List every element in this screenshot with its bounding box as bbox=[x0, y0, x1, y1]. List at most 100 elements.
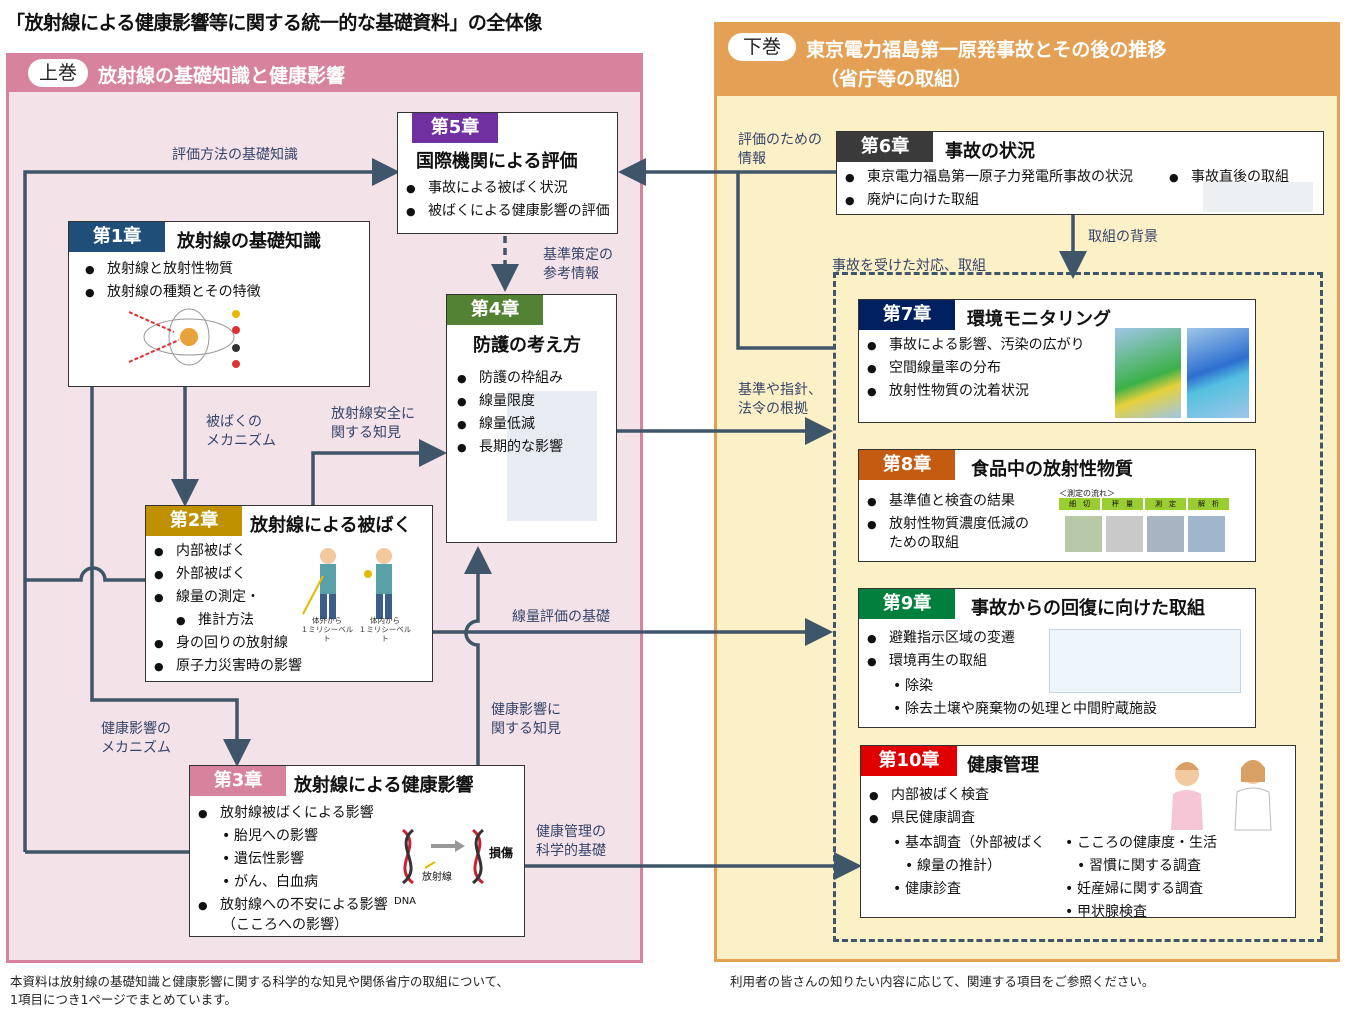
caption-external: 体外から １ミリシーベルト bbox=[300, 616, 354, 643]
label-legal-1: 基準や指針、 bbox=[738, 382, 822, 398]
vol2-title-line1: 東京電力福島第一原発事故とその後の推移 bbox=[806, 39, 1167, 61]
chapter-10-box[interactable]: 第10章 健康管理 内部被ばく検査 県民健康調査 基本調査（外部被ばく 線量の推… bbox=[860, 745, 1296, 920]
plant-image bbox=[1203, 182, 1313, 212]
chapter-3-item: 放射線被ばくによる影響 bbox=[198, 802, 374, 825]
damage-label: 損傷 bbox=[489, 846, 514, 860]
label-exposure-mech-2: メカニズム bbox=[206, 433, 276, 449]
chapter-4-items: 防護の枠組み 線量限度 線量低減 長期的な影響 bbox=[457, 367, 563, 459]
chapter-2-number: 第2章 bbox=[146, 506, 242, 536]
chapter-4-item: 線量限度 bbox=[457, 390, 563, 413]
chapter-4-item: 長期的な影響 bbox=[457, 436, 563, 459]
label-exposure-mech-1: 被ばくの bbox=[206, 414, 262, 430]
chapter-9-sub: 除染 bbox=[893, 675, 1157, 698]
chapter-6-item: 事故直後の取組 bbox=[1169, 166, 1289, 189]
chapter-5-title: 国際機関による評価 bbox=[416, 151, 578, 172]
chapter-10-sub: 甲状腺検査 bbox=[1065, 901, 1217, 924]
chapter-3-title: 放射線による健康影響 bbox=[294, 775, 474, 796]
chapter-3-box[interactable]: 第3章 放射線による健康影響 放射線被ばくによる影響 胎児への影響 遺伝性影響 … bbox=[189, 765, 525, 937]
chapter-7-item: 事故による影響、汚染の広がり bbox=[867, 334, 1085, 357]
label-standard-ref-2: 参考情報 bbox=[543, 266, 599, 282]
chapter-3-item2-wrap: 放射線への不安による影響 bbox=[198, 894, 388, 917]
chapter-9-subs: 除染 除去土壌や廃棄物の処理と中間貯蔵施設 bbox=[893, 675, 1157, 721]
chapter-6-box[interactable]: 第6章 事故の状況 東京電力福島第一原子力発電所事故の状況 廃炉に向けた取組 事… bbox=[836, 131, 1324, 215]
chapter-6-item2-wrap: 事故直後の取組 bbox=[1169, 166, 1289, 189]
chapter-8-item2-cont: ための取組 bbox=[889, 535, 959, 551]
chapter-4-number: 第4章 bbox=[447, 295, 543, 325]
label-health-mech-2: メカニズム bbox=[101, 740, 171, 756]
chapter-10-sub-cont: 線量の推計） bbox=[893, 855, 1045, 878]
chapter-4-item: 線量低減 bbox=[457, 413, 563, 436]
chapter-1-items: 放射線と放射性物質 放射線の種類とその特徴 bbox=[85, 258, 261, 304]
label-dose-eval: 線量評価の基礎 bbox=[512, 609, 610, 625]
chapter-7-items: 事故による影響、汚染の広がり 空間線量率の分布 放射性物質の沈着状況 bbox=[867, 334, 1085, 403]
arrow-eval-basics bbox=[23, 158, 400, 852]
chapter-5-box[interactable]: 第5章 国際機関による評価 事故による被ばく状況 被ばくによる健康影響の評価 bbox=[397, 112, 618, 234]
flow-step: 測 定 bbox=[1145, 498, 1186, 510]
chapter-10-sub-cont: 習慣に関する調査 bbox=[1065, 855, 1217, 878]
arrow-safety bbox=[311, 439, 447, 505]
vol2-header bbox=[716, 24, 1338, 96]
chapter-3-item2-sub: （こころへの影響） bbox=[222, 917, 348, 933]
label-standard-ref-1: 基準策定の bbox=[543, 247, 613, 263]
vol2-pill: 下巻 bbox=[728, 33, 796, 61]
chapter-9-items: 避難指示区域の変遷 環境再生の取組 bbox=[867, 627, 1015, 673]
chapter-10-sub: こころの健康度・生活 bbox=[1065, 832, 1217, 855]
dose-rate-map bbox=[1115, 328, 1181, 418]
footer-left-1: 本資料は放射線の基礎知識と健康影響に関する科学的な知見や関係省庁の取組について、 bbox=[10, 974, 510, 989]
vol1-header bbox=[8, 55, 641, 92]
caption-internal: 体内から １ミリシーベルト bbox=[358, 616, 412, 643]
chapter-6-title: 事故の状況 bbox=[945, 141, 1035, 162]
vol2-title-line2: （省庁等の取組） bbox=[820, 68, 973, 90]
label-health-mgmt-2: 科学的基礎 bbox=[536, 843, 606, 859]
label-health-mgmt-1: 健康管理の bbox=[536, 824, 606, 840]
radiation-label: 放射線 bbox=[422, 872, 452, 883]
label-background: 取組の背景 bbox=[1088, 229, 1158, 245]
chapter-5-items: 事故による被ばく状況 被ばくによる健康影響の評価 bbox=[406, 177, 610, 223]
exposure-illustration bbox=[302, 548, 392, 619]
vol1-title: 放射線の基礎知識と健康影響 bbox=[98, 65, 346, 87]
arrow-health-mech bbox=[90, 387, 251, 767]
chapter-9-number: 第9章 bbox=[859, 589, 955, 619]
chapter-6-item: 東京電力福島第一原子力発電所事故の状況 bbox=[845, 166, 1133, 189]
chapter-9-item: 環境再生の取組 bbox=[867, 650, 1015, 673]
chapter-1-title: 放射線の基礎知識 bbox=[177, 231, 321, 252]
label-safety-1: 放射線安全に bbox=[331, 406, 415, 422]
chapter-10-subs-left: 基本調査（外部被ばく 線量の推計） 健康診査 bbox=[893, 832, 1045, 901]
chapter-8-box[interactable]: 第8章 食品中の放射性物質 基準値と検査の結果 放射性物質濃度低減の ための取組… bbox=[858, 449, 1256, 562]
chapter-9-sub: 除去土壌や廃棄物の処理と中間貯蔵施設 bbox=[893, 698, 1157, 721]
label-eval-basics: 評価方法の基礎知識 bbox=[172, 147, 298, 163]
chapter-8-items: 基準値と検査の結果 放射性物質濃度低減の bbox=[867, 490, 1029, 536]
chapter-8-number: 第8章 bbox=[859, 450, 955, 480]
chapter-2-item: 内部被ばく bbox=[154, 540, 302, 563]
chapter-2-item: 身の回りの放射線 bbox=[154, 632, 302, 655]
chapter-10-item: 県民健康調査 bbox=[869, 807, 989, 830]
chapter-7-title: 環境モニタリング bbox=[967, 309, 1111, 330]
label-health-know-2: 関する知見 bbox=[491, 721, 561, 737]
chapter-1-box[interactable]: 第1章 放射線の基礎知識 放射線と放射性物質 放射線の種類とその特徴 bbox=[68, 221, 370, 387]
chapter-9-title: 事故からの回復に向けた取組 bbox=[971, 598, 1205, 619]
chapter-10-sub: 健康診査 bbox=[893, 878, 1045, 901]
chapter-10-number: 第10章 bbox=[861, 746, 957, 776]
measurement-flow-label: ＜測定の流れ＞ bbox=[1059, 489, 1115, 498]
chapter-10-sub: 妊産婦に関する調査 bbox=[1065, 878, 1217, 901]
chapter-10-item: 内部被ばく検査 bbox=[869, 784, 989, 807]
chapter-6-item: 廃炉に向けた取組 bbox=[845, 189, 1133, 212]
flow-step: 細 切 bbox=[1059, 498, 1100, 510]
chapter-3-subs: 胎児への影響 遺伝性影響 がん、白血病 bbox=[222, 825, 318, 894]
chapter-9-item: 避難指示区域の変遷 bbox=[867, 627, 1015, 650]
label-response: 事故を受けた対応、取組 bbox=[832, 258, 986, 274]
chapter-4-box[interactable]: 第4章 防護の考え方 防護の枠組み 線量限度 線量低減 長期的な影響 bbox=[446, 294, 617, 543]
chapter-6-number: 第6章 bbox=[837, 132, 933, 162]
label-legal-2: 法令の根拠 bbox=[738, 401, 808, 417]
chapter-2-item: 原子力災害時の影響 bbox=[154, 655, 302, 678]
label-safety-2: 関する知見 bbox=[331, 425, 401, 441]
chapter-10-sub: 基本調査（外部被ばく bbox=[893, 832, 1045, 855]
chapter-5-item: 被ばくによる健康影響の評価 bbox=[406, 200, 610, 223]
chapter-3-item1-wrap: 放射線被ばくによる影響 bbox=[198, 802, 374, 825]
chapter-1-item: 放射線の種類とその特徴 bbox=[85, 281, 261, 304]
chapter-2-box[interactable]: 第2章 放射線による被ばく 内部被ばく 外部被ばく 線量の測定・ 推計方法 身の… bbox=[145, 505, 433, 682]
chapter-9-box[interactable]: 第9章 事故からの回復に向けた取組 避難指示区域の変遷 環境再生の取組 除染 除… bbox=[858, 588, 1256, 728]
chapter-7-box[interactable]: 第7章 環境モニタリング 事故による影響、汚染の広がり 空間線量率の分布 放射性… bbox=[858, 299, 1256, 423]
chapter-2-items: 内部被ばく 外部被ばく 線量の測定・ 推計方法 身の回りの放射線 原子力災害時の… bbox=[154, 540, 302, 678]
chapter-2-item: 線量の測定・ bbox=[154, 586, 302, 609]
